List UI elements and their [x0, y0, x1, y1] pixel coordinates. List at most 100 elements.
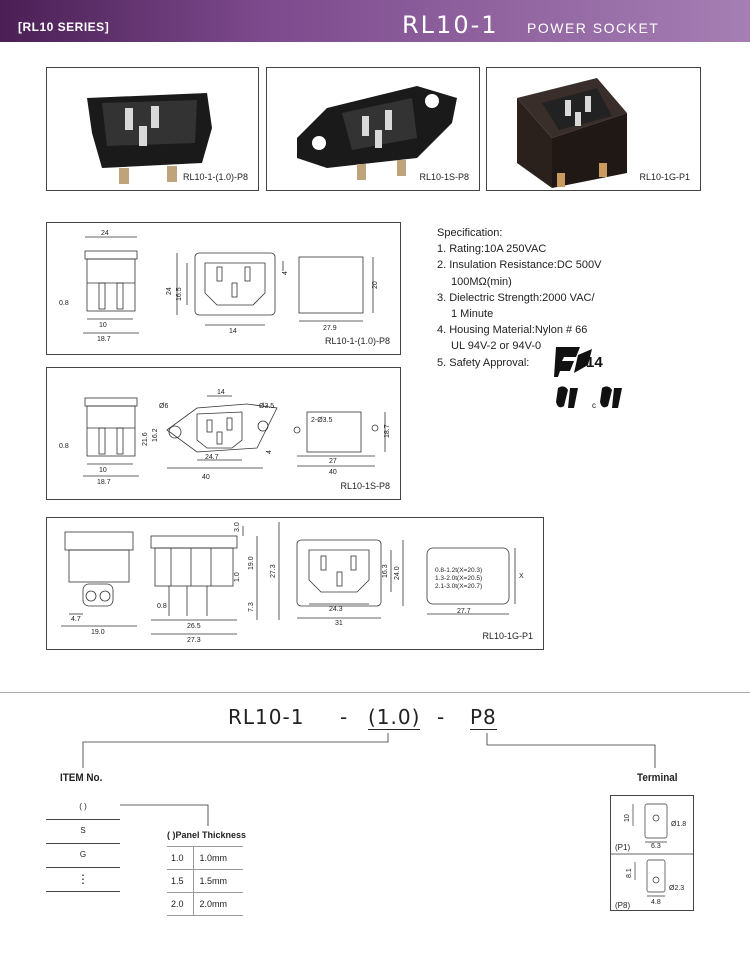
dim-label: 40 [202, 474, 210, 481]
series-label: [RL10 SERIES] [18, 20, 110, 34]
item-list: ( ) S G ⋮ [46, 796, 120, 892]
drawing-caption: RL10-1S-P8 [340, 481, 390, 491]
code-dash: - [340, 705, 349, 729]
dim-label: 24 [101, 230, 109, 237]
note-line: 2.1-3.0t(X=20.7) [435, 583, 482, 590]
photo-caption: RL10-1-(1.0)-P8 [182, 172, 248, 182]
table-row: 1.0 1.0mm [167, 846, 243, 870]
table-cell: 2.0mm [193, 892, 243, 916]
svg-text:c: c [592, 401, 596, 410]
photo-rl10-1s: RL10-1S-P8 [266, 67, 480, 191]
dim-label: 27 [329, 458, 337, 465]
dim-label: 18.7 [97, 479, 111, 486]
dim-label: Ø1.8 [671, 821, 686, 828]
dim-label: 0.8 [59, 443, 69, 450]
dim-label: 8.1 [626, 868, 633, 878]
dim-label: 24.3 [329, 606, 343, 613]
dim-label: 21.6 [142, 432, 149, 446]
dim-label: 16.2 [152, 428, 159, 442]
terminal-label: (P8) [615, 901, 630, 910]
dim-label: Ø6 [159, 403, 168, 410]
spec-line: 1 Minute [451, 308, 494, 321]
dim-label: 16.5 [176, 287, 183, 301]
dim-label: Ø3.5 [259, 403, 274, 410]
spec-line: UL 94V-2 or 94V-0 [451, 340, 542, 353]
thickness-table: 1.0 1.0mm 1.5 1.5mm 2.0 2.0mm [167, 846, 243, 916]
photo-caption: RL10-1S-P8 [419, 172, 469, 182]
spec-line: 3. Dielectric Strength:2000 VAC/ [437, 291, 595, 304]
spec-line: 1. Rating:10A 250VAC [437, 243, 547, 256]
drawing-rl10-1: 24 0.8 10 18.7 24 16.5 14 4 27.9 20 RL10… [46, 222, 401, 355]
dim-label: 40 [329, 469, 337, 476]
dim-label: 1.0 [234, 572, 241, 582]
item-no-title: ITEM No. [60, 772, 103, 784]
dim-label: 31 [335, 620, 343, 627]
technical-drawing: 24 0.8 10 18.7 24 16.5 14 4 27.9 20 [59, 230, 379, 343]
table-cell: 1.5mm [193, 869, 243, 893]
list-item: ⋮ [46, 868, 120, 892]
list-item: G [46, 844, 120, 868]
spec-line: 2. Insulation Resistance:DC 500V [437, 259, 602, 272]
socket-photo-image [517, 78, 627, 188]
dim-label: 18.7 [384, 424, 391, 438]
dim-label: 2-Ø3.5 [311, 417, 333, 424]
header-banner: [RL10 SERIES] RL10-1 POWER SOCKET [0, 0, 750, 42]
dim-label: X [519, 573, 524, 580]
table-cell: 1.0 [167, 846, 194, 870]
dim-label: Ø2.3 [669, 885, 684, 892]
dim-label: 27.3 [270, 564, 277, 578]
dim-label: 14 [229, 328, 237, 335]
dim-label: 27.9 [323, 325, 337, 332]
enec-logo-icon: 14 [554, 347, 603, 377]
photo-rl10-1: RL10-1-(1.0)-P8 [46, 67, 259, 191]
drawing-rl10-1s: 0.8 10 18.7 14 Ø6 Ø3.5 21.6 16.2 24.7 40… [46, 367, 401, 500]
terminal-drawing: 10 Ø1.8 6.3 (P1) 8.1 Ø2.3 4.8 (P8) [611, 803, 693, 910]
dim-label: 4.7 [71, 616, 81, 623]
dim-label: 10 [99, 467, 107, 474]
table-cell: 2.0 [167, 892, 194, 916]
note-line: 1.3-2.0t(X=20.5) [435, 575, 482, 582]
dim-label: 10 [99, 322, 107, 329]
spec-line: 5. Safety Approval: [437, 356, 530, 369]
technical-drawing: 4.7 19.0 3.0 19.0 27.3 1.0 7.3 0.8 26.5 … [61, 522, 524, 644]
dim-label: 20 [372, 281, 379, 289]
note-line: 0.8-1.2t(X=20.3) [435, 567, 482, 574]
dim-label: 6.3 [651, 843, 661, 850]
product-title: POWER SOCKET [527, 20, 660, 36]
table-cell: 1.0mm [193, 846, 243, 870]
dim-label: 4.8 [651, 899, 661, 906]
code-dash: - [437, 705, 446, 729]
dim-label: 18.7 [97, 336, 111, 343]
table-cell: 1.5 [167, 869, 194, 893]
spec-title: Specification: [437, 227, 503, 239]
enec-number: 14 [586, 354, 603, 371]
terminal-label: (P1) [615, 843, 630, 852]
dim-label: 4 [266, 450, 273, 454]
dim-label: 27.3 [187, 637, 201, 644]
dim-label: 26.5 [187, 623, 201, 630]
dim-label: 0.8 [59, 300, 69, 307]
specification-block: Specification: 1. Rating:10A 250VAC 2. I… [437, 225, 601, 371]
table-row: 1.5 1.5mm [167, 869, 243, 893]
section-divider [0, 692, 750, 693]
drawing-caption: RL10-1G-P1 [482, 631, 533, 641]
dim-label: 19.0 [248, 556, 255, 570]
code-part-terminal: P8 [470, 705, 497, 730]
dim-label: 0.8 [157, 603, 167, 610]
socket-photo-image [87, 93, 212, 184]
dim-label: 16.3 [382, 564, 389, 578]
code-part-model: RL10-1 [228, 705, 305, 729]
terminal-title: Terminal [637, 772, 678, 784]
dim-label: 27.7 [457, 608, 471, 615]
dim-label: 3.0 [234, 522, 241, 532]
table-row: 2.0 2.0mm [167, 892, 243, 916]
socket-photo-image [297, 86, 457, 180]
list-item: ( ) [46, 796, 120, 820]
technical-drawing: 0.8 10 18.7 14 Ø6 Ø3.5 21.6 16.2 24.7 40… [59, 389, 391, 486]
dim-label: 4 [282, 271, 289, 275]
dim-label: 24.7 [205, 454, 219, 461]
photo-rl10-1g: RL10-1G-P1 [486, 67, 701, 191]
dim-label: 24.0 [394, 566, 401, 580]
drawing-rl10-1g: 4.7 19.0 3.0 19.0 27.3 1.0 7.3 0.8 26.5 … [46, 517, 544, 650]
